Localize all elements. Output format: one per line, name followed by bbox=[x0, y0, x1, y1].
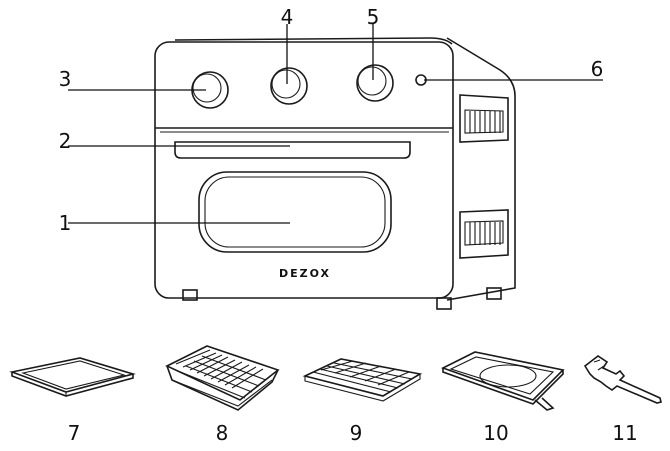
tray-handle-icon bbox=[583, 355, 662, 404]
oven-top-edge bbox=[174, 37, 453, 45]
label-8: 8 bbox=[216, 421, 229, 445]
crumb-tray-tab bbox=[534, 397, 555, 411]
side-vent-lower bbox=[459, 209, 509, 259]
label-7: 7 bbox=[68, 421, 81, 445]
fry-basket-icon bbox=[165, 345, 280, 411]
door-window-inner bbox=[204, 176, 386, 248]
callout-5: 5 bbox=[367, 5, 380, 29]
callout-2: 2 bbox=[59, 129, 72, 153]
callout-4: 4 bbox=[281, 5, 294, 29]
baking-tray-icon bbox=[9, 357, 136, 397]
callout-6: 6 bbox=[591, 57, 604, 81]
label-10: 10 bbox=[483, 421, 508, 445]
wire-rack-icon bbox=[302, 358, 423, 402]
function-knob[interactable] bbox=[270, 67, 308, 105]
oven-foot bbox=[486, 287, 502, 300]
brand-logo: DEZOX bbox=[279, 267, 331, 280]
air-fryer-oven: DEZOX bbox=[154, 37, 516, 310]
oven-front-face bbox=[154, 41, 454, 299]
door-window bbox=[198, 171, 392, 253]
crumb-tray-icon bbox=[440, 351, 565, 411]
callout-3: 3 bbox=[59, 67, 72, 91]
oven-foot bbox=[182, 289, 198, 301]
label-11: 11 bbox=[612, 421, 637, 445]
callout-1: 1 bbox=[59, 211, 72, 235]
timer-knob[interactable] bbox=[356, 64, 394, 102]
door-handle bbox=[174, 141, 411, 159]
side-vent-upper bbox=[459, 94, 509, 143]
oven-side-panel bbox=[446, 37, 516, 301]
label-9: 9 bbox=[350, 421, 363, 445]
oven-foot bbox=[436, 297, 452, 310]
